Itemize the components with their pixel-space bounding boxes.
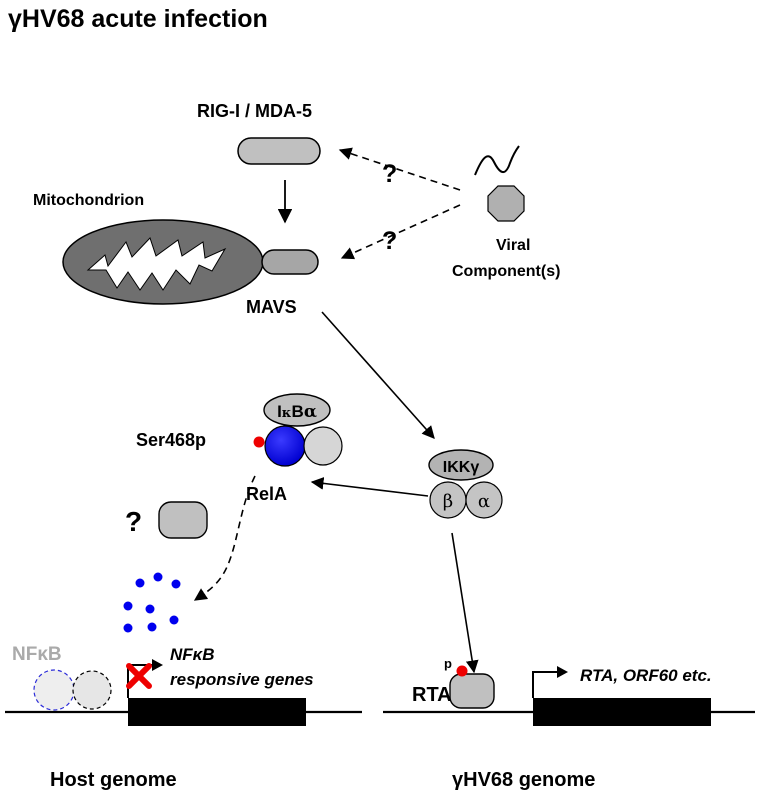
viral-promoter-arrowhead xyxy=(557,666,568,678)
degraded-rela-fragments xyxy=(123,572,181,633)
mitochondrion-cristae xyxy=(86,237,227,291)
phospho-site-dot xyxy=(253,436,265,448)
blocked-x-icon xyxy=(126,663,152,689)
nfkb-rela-faded xyxy=(33,669,75,711)
page-title: γHV68 acute infection xyxy=(8,5,268,33)
viral-promoter xyxy=(532,671,557,698)
nfkb-genes-line2: responsive genes xyxy=(170,670,314,689)
rta-label: RTA xyxy=(412,684,452,706)
ser468p-label: Ser468p xyxy=(136,430,206,450)
rela-subunit xyxy=(264,425,306,467)
viral-to-mavs-arrow xyxy=(340,204,461,260)
degradation-arrow xyxy=(193,475,256,601)
p-label: p xyxy=(444,656,452,671)
nfkb-label: NFκB xyxy=(12,644,62,665)
mitochondrion-label: Mitochondrion xyxy=(33,192,144,209)
rta-protein xyxy=(449,673,495,709)
ikk-gamma xyxy=(428,449,494,481)
nfkb-genes-line1: NFκB xyxy=(170,645,215,664)
mavs-label: MAVS xyxy=(246,297,297,317)
host-promoter-arrowhead xyxy=(152,659,163,671)
viral-protein-icon xyxy=(487,185,525,222)
ikk-alpha-label: α xyxy=(478,491,490,512)
nfkb-p50-faded xyxy=(72,670,112,710)
rta-phospho-dot xyxy=(456,665,468,677)
mavs-protein xyxy=(261,249,319,275)
host-genome-label: Host genome xyxy=(50,769,177,791)
unknown-factor-question: ? xyxy=(125,506,142,537)
ghv68-genome-label: γHV68 genome xyxy=(452,769,595,791)
viral-label-line2: Component(s) xyxy=(452,263,560,280)
rig-label: RIG-I / MDA-5 xyxy=(197,101,312,121)
host-gene-block xyxy=(128,698,306,726)
ikk-alpha xyxy=(465,481,503,519)
ikba-protein xyxy=(263,393,331,427)
question-mark-mavs: ? xyxy=(382,227,397,255)
p50-subunit xyxy=(303,426,343,466)
ikk-gamma-label: IKKγ xyxy=(443,459,480,476)
question-mark-rig: ? xyxy=(382,160,397,188)
viral-rna-icon xyxy=(474,145,520,176)
ikk-to-rela-arrow xyxy=(310,477,429,497)
ikba-label: IκBα xyxy=(277,402,317,422)
viral-gene-block xyxy=(533,698,711,726)
ikk-beta-label: β xyxy=(443,491,453,512)
ikk-to-rta-arrow xyxy=(451,532,479,674)
unknown-factor xyxy=(158,501,208,539)
rta-targets-label: RTA, ORF60 etc. xyxy=(580,666,712,685)
rela-label: RelA xyxy=(246,484,287,504)
viral-label-line1: Viral xyxy=(496,237,530,254)
rig-receptor xyxy=(237,137,321,165)
mavs-to-ikk-arrow xyxy=(321,311,435,439)
viral-to-rig-arrow xyxy=(338,147,461,191)
